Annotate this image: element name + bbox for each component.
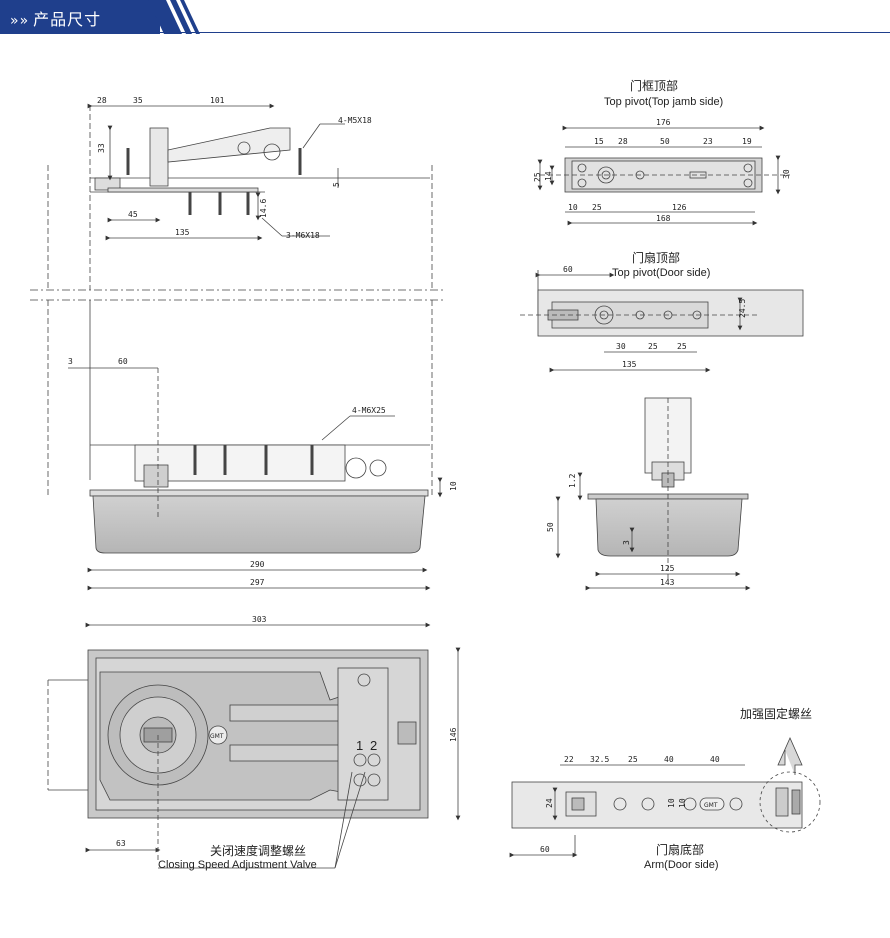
dim-22: 22: [564, 755, 574, 764]
dim-30-h: 30: [782, 169, 791, 179]
dim-15: 15: [594, 137, 604, 146]
dim-146: 146: [449, 727, 458, 742]
header-bar: »»产品尺寸: [0, 0, 160, 34]
dim-33: 33: [97, 143, 106, 153]
dim-50-side: 50: [546, 522, 555, 532]
dim-25b-door: 25: [677, 342, 687, 351]
section-title-text: 产品尺寸: [33, 10, 102, 29]
dim-10-front: 10: [449, 481, 458, 491]
arm-view: [509, 737, 821, 858]
dim-60-arm: 60: [540, 845, 550, 854]
top-jamb-title-en: Top pivot(Top jamb side): [604, 96, 723, 108]
top-jamb-view: [537, 125, 790, 226]
dim-14-6: 14.6: [259, 199, 268, 218]
dim-24-arm: 24: [545, 798, 554, 808]
dim-10a-arm: 10: [667, 798, 676, 808]
chevron-icon: »»: [10, 13, 30, 29]
arm-title-cn: 门扇底部: [656, 842, 704, 857]
plan-gmt-badge-circle: [208, 725, 228, 745]
break-lines: [30, 289, 445, 301]
dim-297: 297: [250, 578, 265, 587]
dim-176: 176: [656, 118, 671, 127]
dim-19: 19: [742, 137, 752, 146]
dim-10-jamb: 10: [568, 203, 578, 212]
screw-4-m6x25: 4-M6X25: [352, 406, 386, 415]
header-stripes-icon: [148, 0, 200, 34]
dim-135: 135: [175, 228, 190, 237]
dim-1-2: 1.2: [568, 473, 577, 488]
dim-135-door: 135: [622, 360, 637, 369]
dim-10b-arm: 10: [678, 798, 687, 808]
dim-14: 14: [544, 171, 553, 181]
plan-gmt-badge: GMT: [210, 733, 224, 740]
dim-25-arm: 25: [628, 755, 638, 764]
plan-view: [47, 622, 461, 869]
valve-number-2: 2: [370, 738, 377, 753]
dim-3: 3: [68, 357, 73, 366]
dim-45: 45: [128, 210, 138, 219]
dim-30-door: 30: [616, 342, 626, 351]
section-title: »»产品尺寸: [10, 6, 101, 30]
dim-303: 303: [252, 615, 267, 624]
valve-number-1: 1: [356, 738, 363, 753]
front-top-view: [47, 103, 433, 290]
dim-25-jamb: 25: [592, 203, 602, 212]
arm-title-en: Arm(Door side): [644, 859, 719, 871]
dim-32-5: 32.5: [590, 755, 609, 764]
dim-3-side: 3: [622, 540, 631, 545]
side-section-view: [555, 397, 751, 591]
dim-60-door: 60: [563, 265, 573, 274]
front-bottom-view: [47, 300, 443, 591]
dim-125: 125: [660, 564, 675, 573]
top-jamb-title-cn: 门框顶部: [630, 78, 678, 93]
dim-25a-door: 25: [648, 342, 658, 351]
top-door-title-en: Top pivot(Door side): [612, 267, 710, 279]
arm-gmt-badge: GMT: [704, 802, 718, 809]
valve-label-cn: 关闭速度调整螺丝: [210, 843, 306, 858]
top-door-title-cn: 门扇顶部: [632, 250, 680, 265]
dim-290: 290: [250, 560, 265, 569]
dim-24-5: 24.5: [738, 299, 747, 318]
top-door-view: [520, 270, 804, 373]
dim-5: 5: [332, 182, 341, 187]
dim-101: 101: [210, 96, 225, 105]
arm-callout: 加强固定螺丝: [740, 706, 812, 721]
dim-126: 126: [672, 203, 687, 212]
dim-28: 28: [97, 96, 107, 105]
dim-50: 50: [660, 137, 670, 146]
dim-25-h: 25: [533, 172, 542, 182]
dim-143: 143: [660, 578, 675, 587]
valve-label-en: Closing Speed Adjustment Valve: [158, 859, 317, 871]
dim-40a: 40: [664, 755, 674, 764]
dim-28-jamb: 28: [618, 137, 628, 146]
dim-63: 63: [116, 839, 126, 848]
header-rule: [0, 32, 890, 33]
dim-60-front: 60: [118, 357, 128, 366]
screw-4-m5x18: 4-M5X18: [338, 116, 372, 125]
dim-23: 23: [703, 137, 713, 146]
dim-40b: 40: [710, 755, 720, 764]
dim-35: 35: [133, 96, 143, 105]
page-header: »»产品尺寸: [0, 0, 890, 34]
dim-168: 168: [656, 214, 671, 223]
screw-3-m6x18: 3-M6X18: [286, 231, 320, 240]
